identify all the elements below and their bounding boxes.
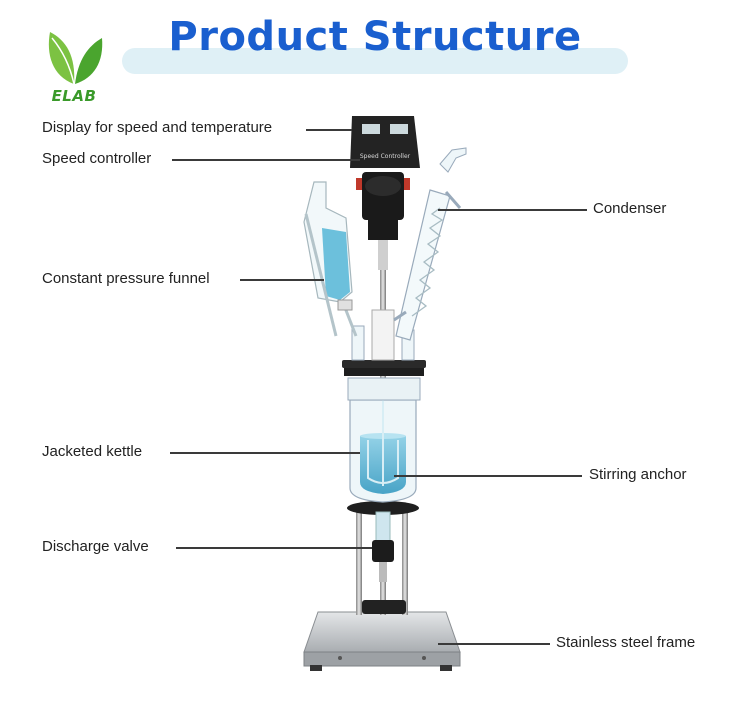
title-band xyxy=(122,48,628,74)
leader-line-anchor xyxy=(394,475,582,477)
condenser xyxy=(393,147,467,341)
page-title: Product Structure xyxy=(168,14,582,60)
leader-line-frame xyxy=(438,643,550,645)
label-funnel: Constant pressure funnel xyxy=(42,270,210,287)
label-display: Display for speed and temperature xyxy=(42,119,273,136)
leader-line-valve xyxy=(176,547,372,549)
speed-controller xyxy=(356,172,410,270)
stirring-anchor xyxy=(367,390,399,486)
leader-line-funnel xyxy=(240,279,324,281)
leader-line-display xyxy=(306,129,352,131)
label-kettle: Jacketed kettle xyxy=(42,443,143,460)
leader-line-kettle xyxy=(170,452,360,454)
leader-line-condenser xyxy=(438,209,587,211)
label-speed-controller: Speed controller xyxy=(42,150,152,167)
label-condenser: Condenser xyxy=(593,200,667,217)
label-anchor: Stirring anchor xyxy=(589,466,687,483)
display-panel-text: Speed Controller xyxy=(360,153,411,160)
leaf-icon xyxy=(48,32,103,85)
label-frame: Stainless steel frame xyxy=(556,634,696,651)
discharge-valve xyxy=(372,511,394,582)
label-valve: Discharge valve xyxy=(42,538,149,555)
leader-line-speed-controller xyxy=(172,159,360,161)
stainless-steel-frame xyxy=(303,611,461,671)
brand-logo-text: ELAB xyxy=(51,87,97,105)
display-box xyxy=(350,116,420,168)
constant-pressure-funnel xyxy=(303,181,358,337)
